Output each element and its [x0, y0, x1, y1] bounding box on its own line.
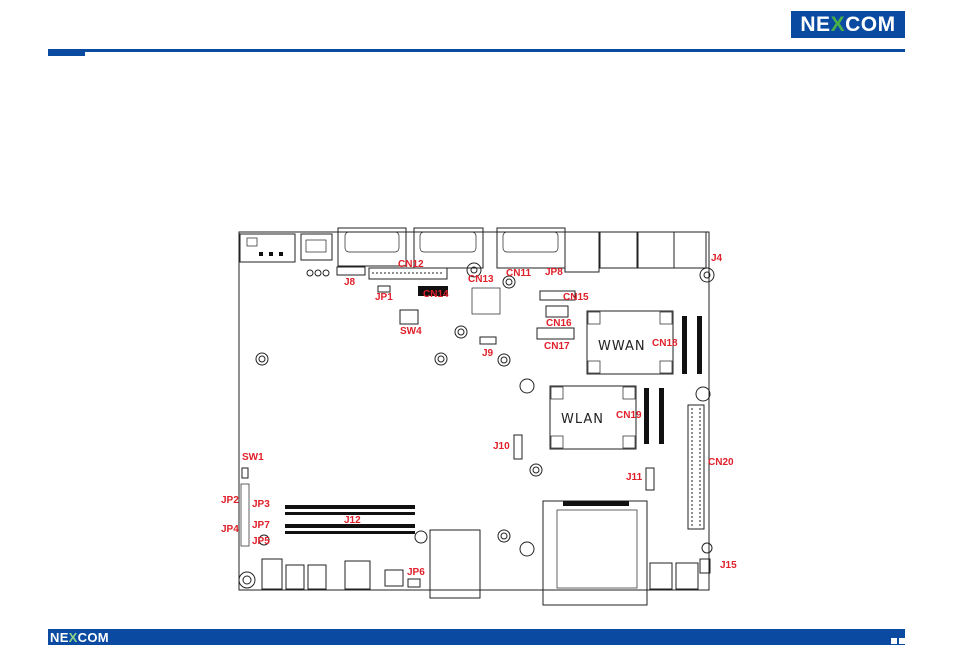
jp2-label: JP2 — [221, 495, 239, 506]
cn18-label: CN18 — [652, 338, 678, 349]
jp1-label: JP1 — [375, 292, 393, 303]
j15-label: J15 — [720, 560, 737, 571]
jp6-label: JP6 — [407, 567, 425, 578]
pcb-outline — [238, 231, 710, 591]
sw4-label: SW4 — [400, 326, 422, 337]
j10-label: J10 — [493, 441, 510, 452]
header-rule — [48, 49, 905, 52]
footer-square — [899, 638, 905, 644]
j4-label: J4 — [711, 253, 723, 264]
cn11-label: CN11 — [506, 268, 531, 279]
wwan-label: WWAN — [598, 339, 646, 354]
footer-square — [891, 630, 897, 636]
wwan-module: WWAN — [586, 310, 674, 375]
j9-label: J9 — [482, 348, 494, 359]
rear-io-top — [239, 227, 707, 277]
jp4-label: JP4 — [221, 524, 239, 535]
cn13-label: CN13 — [468, 274, 494, 285]
jp3-label: JP3 — [252, 499, 270, 510]
cn12-label: CN12 — [398, 259, 424, 270]
nexcom-logo-text: NEXCOM — [800, 12, 896, 36]
cn16-label: CN16 — [546, 318, 572, 329]
footer-square — [891, 638, 897, 644]
cn20-label: CN20 — [708, 457, 734, 468]
jp5-label: JP5 — [252, 536, 270, 547]
j12-label: J12 — [344, 515, 361, 526]
wlan-label: WLAN — [561, 412, 604, 427]
mounting-holes — [238, 262, 715, 589]
footer-bar — [48, 629, 905, 645]
cn19-label: CN19 — [616, 410, 642, 421]
jp7-label: JP7 — [252, 520, 270, 531]
cn14-label: CN14 — [423, 289, 449, 300]
sw1-label: SW1 — [242, 452, 264, 463]
cn17-label: CN17 — [544, 341, 570, 352]
cn15-label: CN15 — [563, 292, 589, 303]
j8-label: J8 — [344, 277, 356, 288]
j11-label: J11 — [626, 472, 643, 483]
dimm-slots — [285, 505, 415, 534]
wlan-module: WLAN — [549, 385, 637, 450]
jp8-label: JP8 — [545, 267, 563, 278]
nexcom-logo: NEXCOM — [791, 11, 905, 38]
header-rule-tab — [48, 49, 85, 56]
